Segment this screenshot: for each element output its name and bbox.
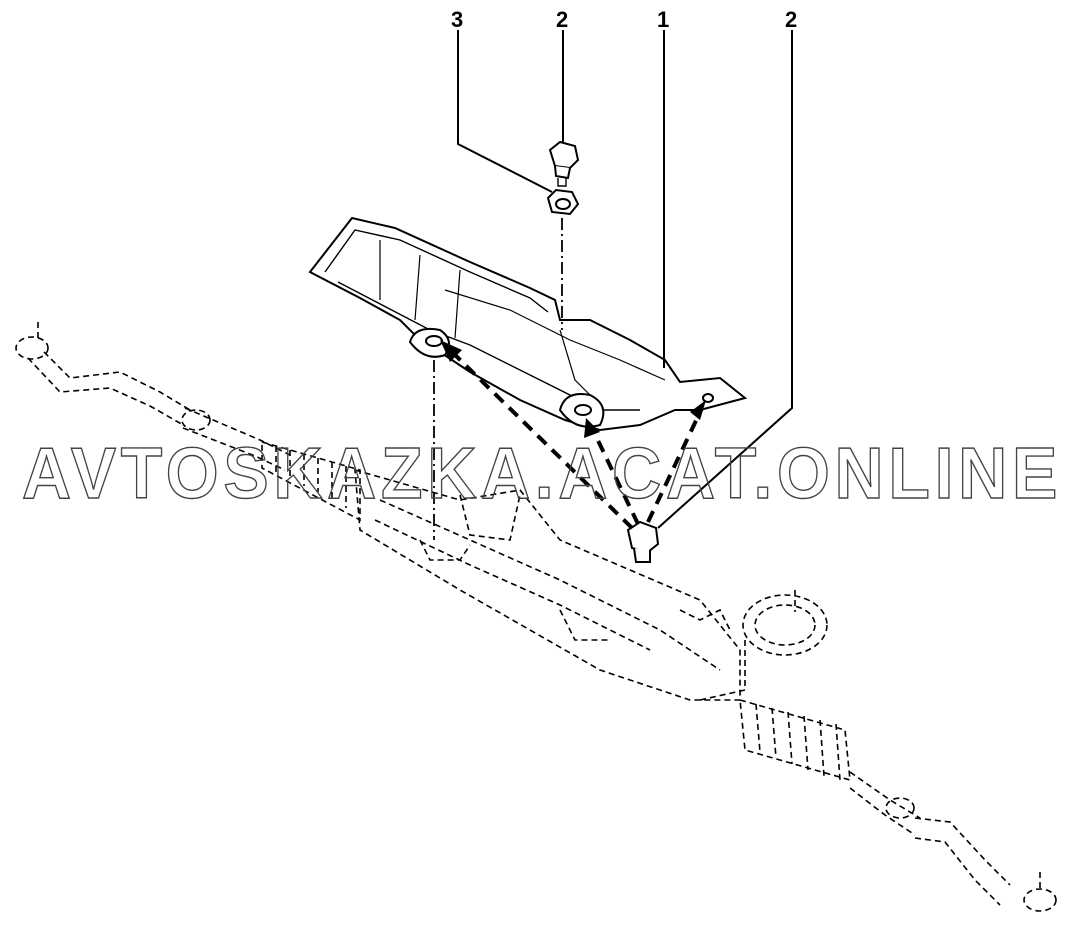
right-boot — [739, 698, 851, 782]
rack-housing — [354, 468, 741, 701]
leader-lines — [457, 30, 793, 529]
heat-shield — [308, 216, 748, 432]
bolt-top — [548, 140, 580, 187]
watermark: AVTOSKAZKA.ACAT.ONLINE — [22, 434, 1062, 514]
arrowheads — [440, 340, 706, 438]
right-tie-rod-end — [914, 817, 1057, 912]
callout-3: 3 — [451, 7, 463, 32]
pinion-valve-housing — [699, 590, 828, 701]
bolt-bottom — [626, 520, 660, 563]
callout-1: 1 — [657, 7, 669, 32]
left-boot — [261, 440, 361, 522]
left-tie-rod-end — [15, 322, 191, 427]
callout-2-right: 2 — [785, 7, 797, 32]
assembly-lines — [433, 218, 704, 540]
right-tie-rod — [849, 771, 921, 836]
spacer-nut — [546, 188, 580, 216]
callout-2-top: 2 — [556, 7, 568, 32]
steering-rack-assembly — [15, 322, 1057, 912]
left-tie-rod — [181, 407, 291, 471]
